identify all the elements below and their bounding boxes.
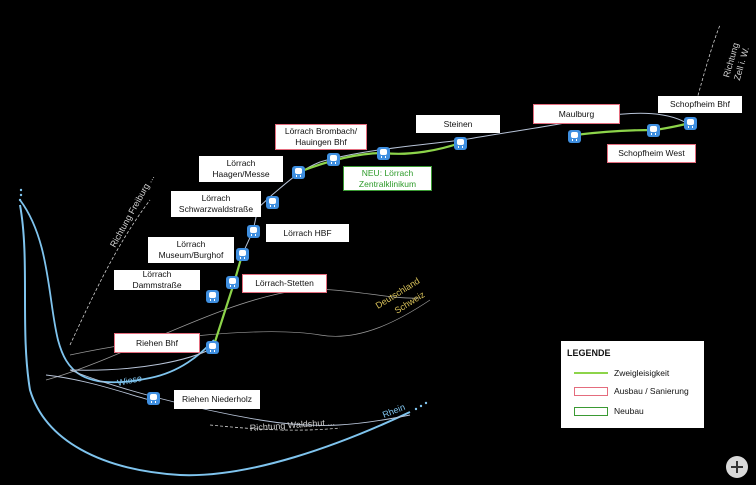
country-border	[45, 288, 421, 381]
legend-swatch-new-build	[574, 406, 608, 416]
label-schopfheim-west: Schopfheim West	[607, 144, 696, 163]
legend-label-new-build: Neubau	[614, 406, 644, 416]
station-icon-maulburg	[568, 130, 581, 143]
river-rhein	[19, 204, 411, 477]
text-richtung-zell: RichtungZell i. W.	[721, 42, 751, 82]
station-icon-museum	[236, 248, 249, 261]
label-schopfheim-bhf: Schopfheim Bhf	[658, 96, 742, 113]
station-icon-zentralklinikum	[377, 147, 390, 160]
text-river-wiese: Wiese	[116, 373, 143, 388]
station-icon-hbf	[247, 225, 260, 238]
label-riehen-niederholz: Riehen Niederholz	[174, 390, 260, 409]
legend-row-expansion: Ausbau / Sanierung	[574, 385, 689, 397]
legend-row-double-track: Zweigleisigkeit	[574, 367, 669, 379]
text-richtung-waldshut: Richtung Waldshut ...	[249, 417, 335, 433]
label-haagen: Lörrach Haagen/Messe	[199, 156, 283, 182]
legend-swatch-expansion	[574, 386, 608, 396]
label-brombach: Lörrach Brombach/ Hauingen Bhf	[275, 124, 367, 150]
station-icon-schwarzwaldstrasse	[266, 196, 279, 209]
legend-label-expansion: Ausbau / Sanierung	[614, 386, 689, 396]
legend-row-new-build: Neubau	[574, 405, 644, 417]
station-icon-schopfheim-bhf	[684, 117, 697, 130]
legend-swatch-double-track	[574, 372, 608, 374]
station-icon-brombach	[327, 153, 340, 166]
label-dammstrasse: Lörrach Dammstraße	[114, 269, 200, 290]
station-icon-riehen-niederholz	[147, 392, 160, 405]
zoom-plus-icon[interactable]	[726, 456, 748, 478]
label-riehen-bhf: Riehen Bhf	[114, 333, 200, 353]
label-stetten: Lörrach-Stetten	[242, 274, 327, 293]
label-zentralklinikum: NEU: Lörrach Zentralklinikum	[343, 166, 432, 191]
station-icon-stetten	[226, 276, 239, 289]
station-icon-haagen	[292, 166, 305, 179]
station-icon-dammstrasse	[206, 290, 219, 303]
river-wiese	[19, 199, 215, 384]
label-maulburg: Maulburg	[533, 104, 620, 124]
label-hbf: Lörrach HBF	[266, 224, 349, 242]
station-icon-riehen-bhf	[206, 341, 219, 354]
legend: LEGENDE Zweigleisigkeit Ausbau / Sanieru…	[561, 341, 704, 428]
text-river-rhein: Rhein	[381, 402, 407, 420]
label-steinen: Steinen	[416, 115, 500, 133]
station-icon-schopfheim-west	[647, 124, 660, 137]
legend-title: LEGENDE	[567, 348, 611, 358]
legend-label-double-track: Zweigleisigkeit	[614, 368, 670, 378]
double-track-north	[574, 121, 691, 137]
station-icon-steinen	[454, 137, 467, 150]
label-museum: Lörrach Museum/Burghof	[148, 237, 234, 263]
label-schwarzwaldstrasse: Lörrach Schwarzwaldstraße	[171, 191, 261, 217]
